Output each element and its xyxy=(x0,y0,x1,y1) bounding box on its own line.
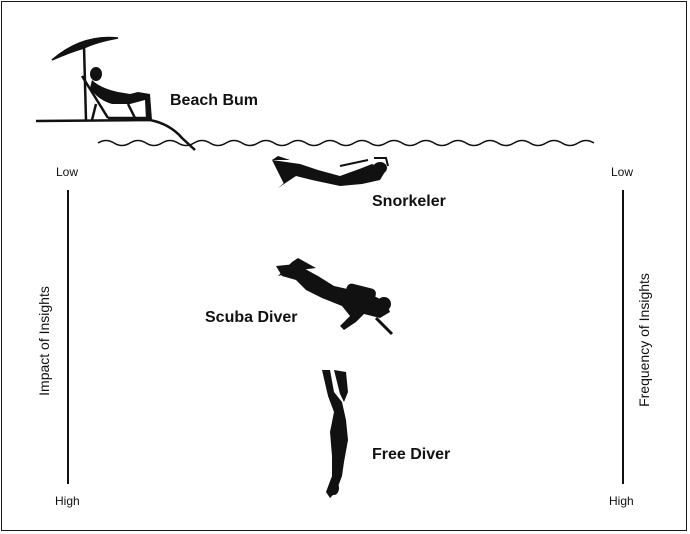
left-axis-title: Impact of Insights xyxy=(36,286,52,396)
lounger-person-icon xyxy=(80,67,152,121)
right-axis-high-label: High xyxy=(609,494,634,508)
left-axis-high-label: High xyxy=(55,494,80,508)
left-axis-low-label: Low xyxy=(56,165,79,179)
free-diver-label: Free Diver xyxy=(372,446,451,463)
scuba-diver-icon xyxy=(276,258,394,336)
scuba-diver-label: Scuba Diver xyxy=(205,309,298,326)
beach-ground-line xyxy=(35,118,196,151)
snorkeler-icon xyxy=(272,156,389,188)
snorkeler-label: Snorkeler xyxy=(372,193,446,210)
wave-line xyxy=(97,139,595,147)
free-diver-icon xyxy=(322,370,348,498)
beach-bum-label: Beach Bum xyxy=(170,92,259,109)
right-axis-low-label: Low xyxy=(611,165,634,179)
right-axis-title: Frequency of Insights xyxy=(636,273,652,407)
